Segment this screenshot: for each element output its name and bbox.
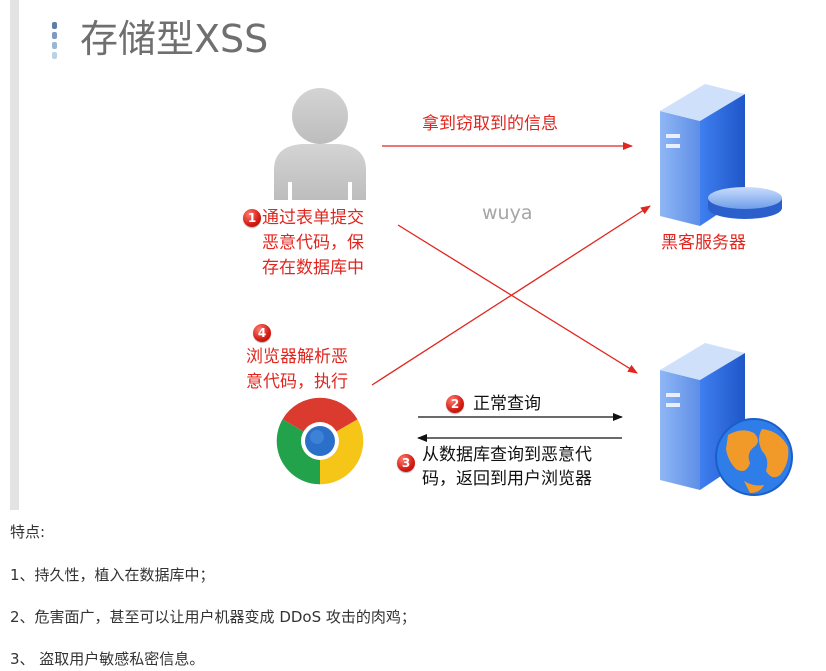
arrows-layer bbox=[371, 142, 651, 442]
hacker-server-icon bbox=[660, 84, 782, 226]
diagram-slide: 存储型XSS bbox=[10, 0, 793, 510]
arrow-browser-to-hacker bbox=[371, 205, 651, 386]
title-bullet-icon bbox=[52, 22, 58, 60]
step-badge-3: 3 bbox=[397, 454, 415, 472]
label-steal-info: 拿到窃取到的信息 bbox=[422, 114, 558, 134]
step-badge-4: 4 bbox=[253, 324, 271, 342]
label-step4-line1: 浏览器解析恶 bbox=[246, 347, 348, 367]
slide-left-border bbox=[10, 0, 19, 510]
label-step3-line1: 从数据库查询到恶意代 bbox=[422, 445, 592, 465]
globe-icon bbox=[715, 418, 793, 496]
label-step1-line2: 恶意代码，保 bbox=[262, 233, 364, 253]
step-badge-1: 1 bbox=[243, 209, 261, 227]
arrow-submit-to-db bbox=[397, 224, 638, 374]
feature-point-2: 2、危害面广，甚至可以让用户机器变成 DDoS 攻击的肉鸡； bbox=[10, 608, 416, 626]
slide-title: 存储型XSS bbox=[80, 17, 269, 61]
label-step4-line2: 意代码，执行 bbox=[246, 372, 348, 392]
web-server-icon bbox=[660, 343, 793, 496]
label-hacker-server: 黑客服务器 bbox=[661, 233, 746, 253]
label-step1-line3: 存在数据库中 bbox=[262, 258, 364, 278]
watermark: wuya bbox=[482, 202, 533, 224]
chrome-browser-icon bbox=[276, 397, 364, 485]
step-badge-2: 2 bbox=[446, 395, 464, 413]
feature-point-1: 1、持久性，植入在数据库中； bbox=[10, 566, 215, 584]
label-step1-line1: 通过表单提交 bbox=[262, 208, 364, 228]
feature-point-3: 3、 盗取用户敏感私密信息。 bbox=[10, 650, 205, 668]
features-heading: 特点: bbox=[10, 523, 46, 541]
label-step3-line2: 码，返回到用户浏览器 bbox=[422, 469, 592, 489]
label-step2: 正常查询 bbox=[473, 394, 541, 414]
user-icon bbox=[274, 88, 366, 200]
